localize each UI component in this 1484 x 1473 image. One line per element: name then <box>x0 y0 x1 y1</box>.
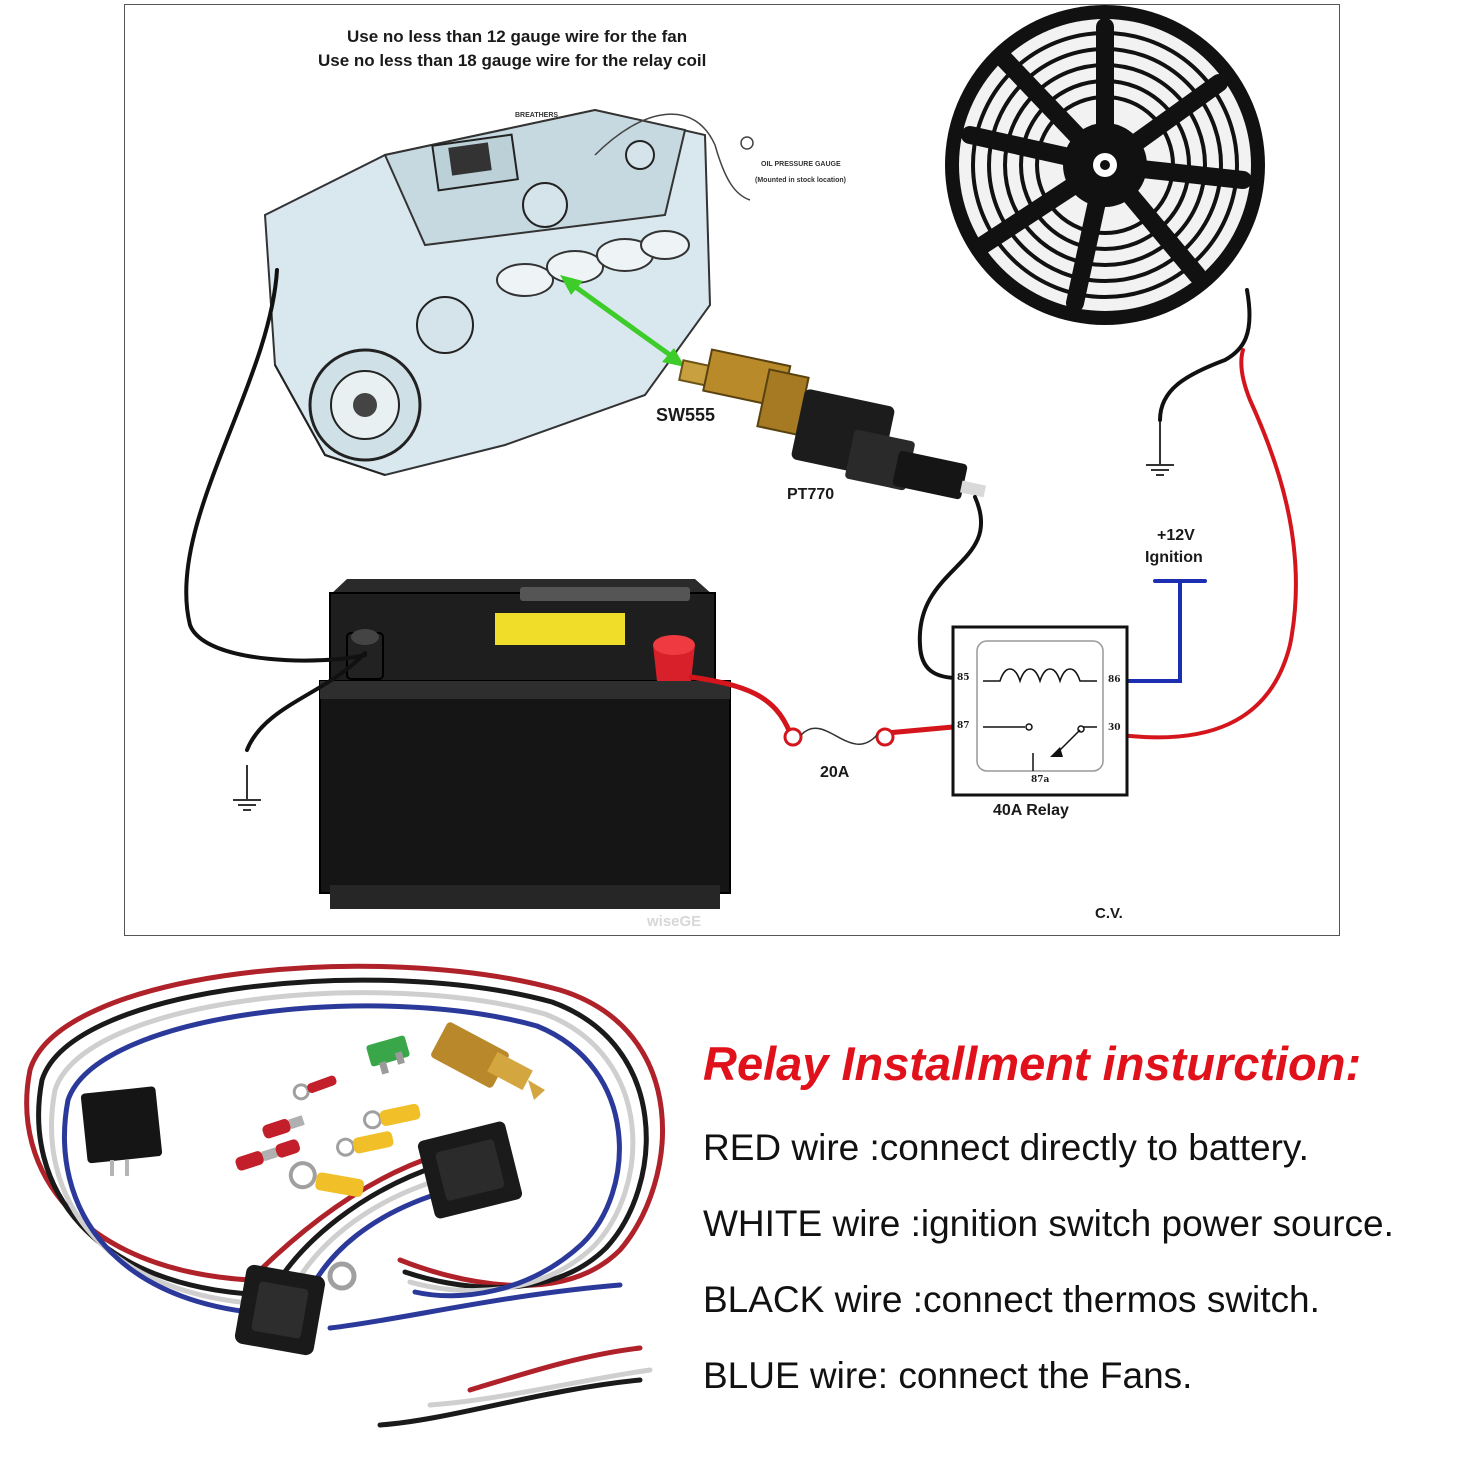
instruction-red-wire: RED wire :connect directly to battery. <box>703 1127 1309 1168</box>
ignition-label: Ignition <box>1145 549 1203 566</box>
instruction-blue-wire: BLUE wire: connect the Fans. <box>703 1355 1193 1396</box>
fuse-20a <box>783 727 895 747</box>
relay-pin-87: 87 <box>957 721 970 731</box>
ground-symbol-fan <box>1146 420 1174 476</box>
ground-symbol-battery <box>233 765 261 811</box>
oil-gauge-label: OIL PRESSURE GAUGE <box>761 161 841 168</box>
relay-kit-illustration <box>0 950 690 1468</box>
ignition-voltage-label: +12V <box>1157 527 1195 544</box>
black-wire-fan-ground <box>1158 288 1252 422</box>
crimp-connectors <box>235 1075 421 1197</box>
breathers-label: BREATHERS <box>515 112 559 119</box>
relay-pin-86: 86 <box>1108 675 1121 685</box>
relay-pin-85: 85 <box>957 673 970 683</box>
black-wire-battery-ground <box>245 651 367 752</box>
diagram-drawing <box>184 5 1298 909</box>
blade-fuse <box>366 1035 410 1075</box>
relay-40a <box>951 625 1129 797</box>
instruction-white-wire: WHITE wire :ignition switch power source… <box>703 1203 1394 1244</box>
sw555-sensor <box>678 348 810 436</box>
black-wire-engine-ground <box>184 268 367 663</box>
harness-loop-black <box>36 977 649 1298</box>
relay-label: 40A Relay <box>993 802 1069 819</box>
harness-loop-blue <box>62 1003 622 1318</box>
blue-wire-ignition <box>1115 581 1182 683</box>
loose-wire-black <box>377 1377 643 1428</box>
loose-wire-red <box>467 1345 643 1393</box>
relay-cube <box>80 1086 163 1176</box>
red-wire-relay-to-fan <box>1118 348 1298 740</box>
oil-gauge-location-label: (Mounted in stock location) <box>755 177 846 184</box>
sensor-location-arrow <box>560 275 685 367</box>
loose-wire-blue <box>327 1282 623 1331</box>
instruction-black-wire: BLACK wire :connect thermos switch. <box>703 1279 1320 1320</box>
relay-socket <box>417 1121 523 1219</box>
relay-pin-30: 30 <box>1108 723 1121 733</box>
pt770-label: PT770 <box>787 486 835 503</box>
thermo-switch <box>431 1022 545 1100</box>
inline-fuse-holder <box>234 1264 326 1356</box>
relay-kit-drawing <box>24 963 665 1428</box>
wiring-diagram: Use no less than 12 gauge wire for the f… <box>124 4 1340 936</box>
relay-pin-87a: 87a <box>1031 775 1050 785</box>
fuse-label: 20A <box>820 764 850 781</box>
harness-loop-red <box>24 963 665 1288</box>
red-wire-fuse-to-relay <box>884 724 956 736</box>
battery-watermark: wiseGE <box>647 913 702 930</box>
engine-illustration <box>263 108 754 477</box>
wire-gauge-note-relay: Use no less than 18 gauge wire for the r… <box>318 51 707 70</box>
black-wire-switch-to-relay <box>917 495 984 680</box>
ring-terminal <box>327 1261 357 1291</box>
battery <box>319 579 731 909</box>
harness-loop-white <box>49 990 636 1308</box>
instructions-title: Relay Installment insturction: <box>703 1037 1362 1090</box>
installation-instructions: Relay Installment insturction: RED wire … <box>703 1036 1484 1431</box>
credit-label: C.V. <box>1095 905 1123 922</box>
wire-gauge-note-fan: Use no less than 12 gauge wire for the f… <box>347 27 688 46</box>
pt770-connector <box>791 389 986 500</box>
loose-wire-white <box>427 1367 653 1408</box>
cooling-fan <box>945 5 1265 325</box>
red-wire-battery-to-fuse <box>688 674 793 736</box>
sw555-label: SW555 <box>656 405 716 425</box>
